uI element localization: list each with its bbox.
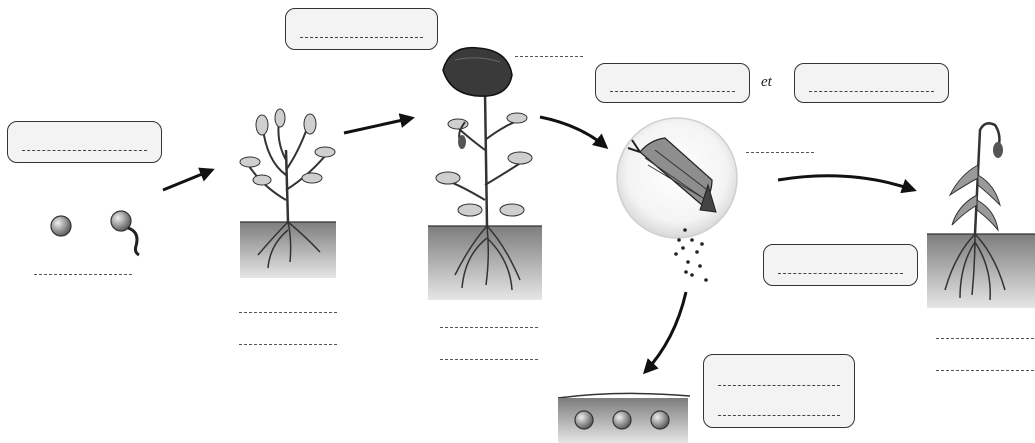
- withered-plant-icon: [927, 123, 1035, 308]
- seed-capsule-icon: [617, 118, 737, 282]
- flowering-plant-icon: [428, 48, 542, 300]
- answer-line-flowering-1[interactable]: [440, 327, 538, 328]
- answer-line-young-plant-1[interactable]: [239, 312, 337, 313]
- writing-line: [22, 150, 147, 151]
- answer-line-young-plant-2[interactable]: [239, 344, 337, 345]
- connector-word: et: [761, 74, 772, 91]
- writing-line: [809, 91, 934, 92]
- seeds-in-soil-icon: [558, 393, 690, 443]
- germinating-seed-icon: [111, 211, 139, 255]
- label-box-seeds[interactable]: [7, 121, 162, 163]
- answer-line-flower[interactable]: [515, 56, 583, 57]
- writing-line: [610, 91, 735, 92]
- young-plant-icon: [240, 109, 336, 278]
- label-box-withered[interactable]: [763, 244, 918, 286]
- label-box-flowering[interactable]: [285, 8, 438, 50]
- writing-line: [718, 385, 840, 386]
- arrow-4: [778, 176, 914, 190]
- answer-line-withered-2[interactable]: [936, 370, 1034, 371]
- arrow-3: [540, 117, 606, 147]
- label-box-capsule-left[interactable]: [595, 63, 750, 103]
- writing-line: [778, 273, 903, 274]
- answer-line-withered-1[interactable]: [936, 338, 1034, 339]
- answer-line-seeds[interactable]: [34, 274, 132, 275]
- arrow-5: [645, 292, 686, 372]
- label-box-capsule-right[interactable]: [794, 63, 949, 103]
- writing-line: [718, 415, 840, 416]
- answer-line-capsule[interactable]: [746, 152, 814, 153]
- answer-line-flowering-2[interactable]: [440, 359, 538, 360]
- label-box-seeds-in-soil[interactable]: [703, 354, 855, 428]
- seed-icon: [51, 216, 71, 236]
- writing-line: [300, 37, 423, 38]
- arrow-2: [344, 118, 412, 133]
- arrow-1: [163, 170, 212, 190]
